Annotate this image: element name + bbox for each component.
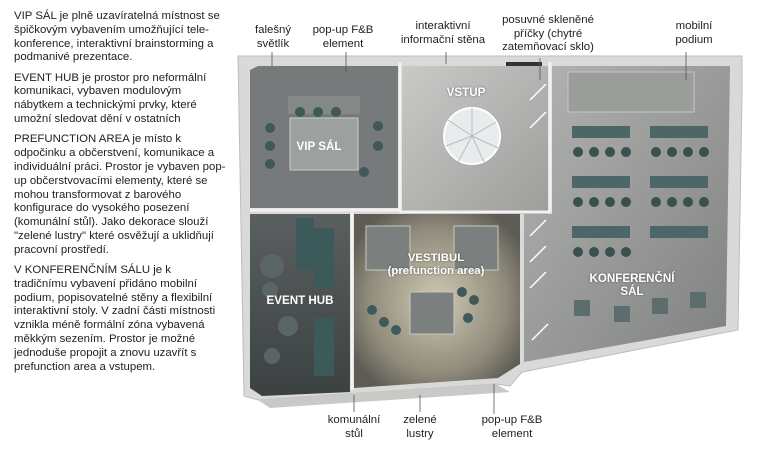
walls: [250, 62, 552, 390]
mobile-podium: [567, 71, 695, 113]
entrance-rail: [506, 62, 542, 66]
leader-lines: [271, 52, 687, 414]
room-label-entrance: VSTUP: [446, 86, 486, 99]
building-shadow: [258, 384, 510, 408]
callout-popup-fb-bottom: pop-up F&B element: [481, 414, 543, 440]
desc-vip: VIP SÁL je plně uzavíratelná místnost se…: [14, 10, 220, 64]
room-label-vip: VIP SÁL: [296, 140, 342, 153]
callout-popup-fb-top: pop-up F&B element: [312, 24, 374, 50]
staircase-steps: [445, 108, 499, 163]
desc-conference: V KONFERENČNÍM SÁLU je k tradičnímu vyba…: [14, 264, 216, 373]
vip-screen: [288, 96, 360, 114]
callout-green-chandeliers: zelené lustry: [403, 414, 437, 440]
conference-soft-seating: [574, 292, 706, 322]
description-text: VIP SÁL je plně uzavíratelná místnost se…: [14, 10, 226, 381]
callout-false-chandelier: falešný světlík: [254, 24, 292, 50]
conference-chairs: [573, 147, 709, 257]
conference-tables: [572, 126, 708, 238]
desc-prefunction: PREFUNCTION AREA je místo k odpočinku a …: [14, 133, 226, 256]
vip-chairs: [265, 107, 383, 177]
callout-mobile-podium: mobilní podium: [675, 20, 713, 46]
room-label-conference: KONFERENČNÍ SÁL: [589, 272, 675, 298]
event-hub-plants: [260, 254, 298, 364]
vip-table: [289, 117, 359, 171]
callout-communal-table: komunální stůl: [327, 414, 381, 440]
conference-floor: [524, 66, 730, 362]
desc-event-hub: EVENT HUB je prostor pro neformální komu…: [14, 71, 207, 126]
room-label-event-hub: EVENT HUB: [266, 294, 334, 307]
sliding-glass-partitions: [529, 83, 549, 341]
callout-info-wall: interaktivní informační stěna: [400, 20, 486, 46]
communal-table-stools: [367, 287, 479, 335]
room-label-vestibule: VESTIBUL (prefunction area): [387, 252, 485, 277]
green-chandeliers: [365, 225, 499, 335]
event-hub-sofas: [296, 218, 334, 376]
callout-sliding-glass: posuvné skleněné příčky (chytré zatemňov…: [502, 14, 594, 53]
